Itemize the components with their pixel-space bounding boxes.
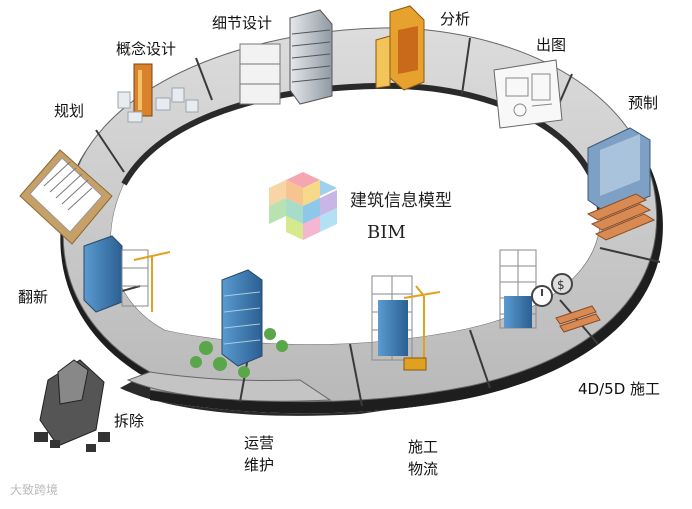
ring-visualization-label: VISUALIZATION [300,114,382,123]
divider-4 [461,37,471,95]
label-concept-design: 概念设计 [116,40,177,58]
label-drawing: 出图 [536,36,567,54]
divider-9 [469,329,491,389]
center-subtitle: BIM [367,222,406,243]
watermark: 大致跨境 [10,483,59,497]
label-operation: 运营维护 [244,434,275,474]
ring-spiral-tail-top [126,371,332,402]
label-prefab: 预制 [628,94,659,112]
crane-icon [403,285,441,362]
operation-building-icon [190,269,288,378]
prefab-factory-icon [586,127,656,241]
center-title: 建筑信息模型 [350,191,452,211]
label-detail-design: 细节设计 [212,14,273,32]
divider-2 [195,57,213,101]
label-logistics: 施工物流 [408,438,439,478]
detail-design-tower-icon [239,9,333,105]
construction-4d5d-icon: $ [499,249,601,333]
planning-clipboard-icon [19,149,113,245]
trees-icon [190,328,288,378]
bim-cube-icon [269,172,337,240]
label-renovation: 翻新 [18,288,49,306]
dollar-coin-icon [551,273,573,295]
drawing-sheet-icon [493,59,563,129]
analysis-model-icon [375,5,425,91]
divider-1 [95,129,125,173]
construction-logistics-icon [371,275,441,371]
renovation-crane-icon [133,251,171,312]
label-demolition: 拆除 [114,412,145,430]
divider-10 [349,343,363,407]
divider-7 [599,247,661,263]
demolition-rubble-icon [34,359,110,452]
label-planning: 规划 [54,102,85,120]
label-analysis: 分析 [440,10,471,28]
label-construction-4d5d: 4D/5D 施工 [578,380,661,398]
svg-text:$: $ [557,278,565,292]
renovation-building-icon [83,235,171,313]
concept-design-model-icon [117,63,199,123]
truck-icon [403,357,427,371]
